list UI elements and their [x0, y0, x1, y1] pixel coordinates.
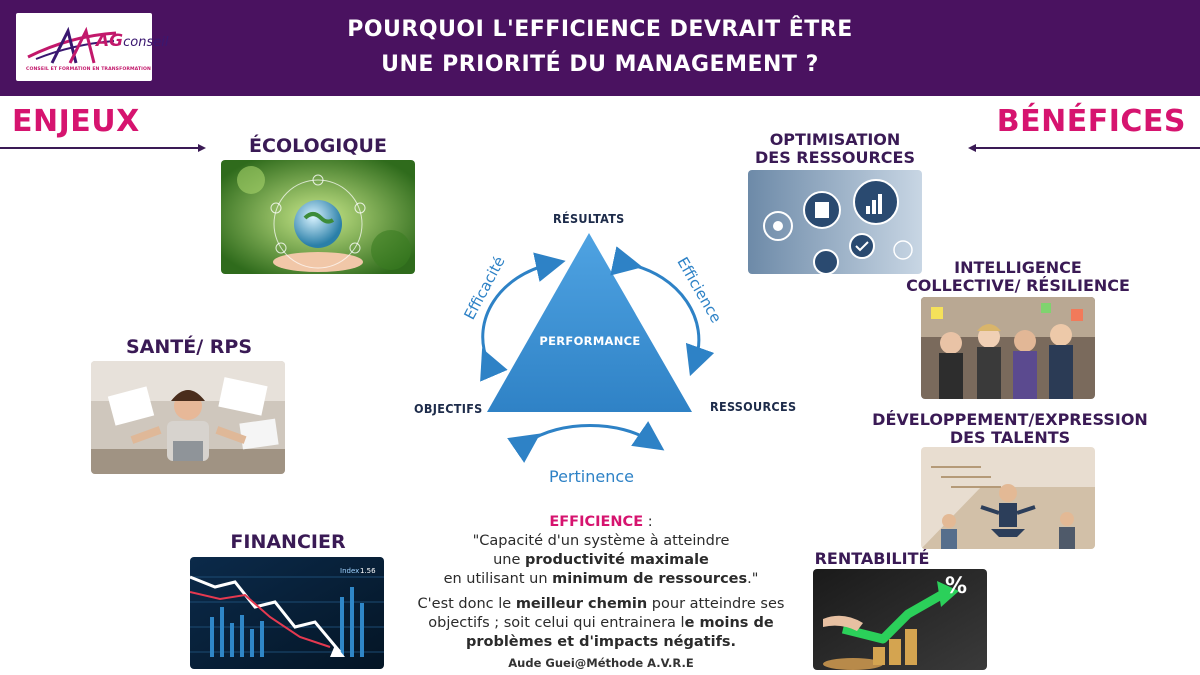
- financier-index-value: 1.56: [360, 567, 376, 575]
- ecologique-photo: [221, 160, 415, 274]
- logo: AGconseil CONSEIL ET FORMATION EN TRANSF…: [16, 13, 168, 81]
- sante-rps-title: SANTÉ/ RPS: [125, 336, 253, 358]
- efficacite-label: Efficacité: [460, 253, 509, 323]
- author-credit: Aude Guei@Méthode A.V.R.E: [508, 656, 694, 670]
- efficience-explanation: C'est donc le meilleur chemin pour attei…: [417, 596, 785, 650]
- arrow-right-icon: [198, 144, 206, 152]
- financier-title: FINANCIER: [230, 531, 346, 553]
- optimisation-title: OPTIMISATION DES RESSOURCES: [755, 130, 915, 167]
- intelligence-collective-photo: [921, 297, 1095, 399]
- sante-rps-photo: [91, 361, 285, 474]
- performance-triangle: [487, 233, 692, 412]
- developpement-talents-photo: [921, 447, 1095, 549]
- enjeux-arrow: [0, 147, 200, 149]
- financier-photo: Index 1.56: [190, 557, 384, 669]
- arrow-left-icon: [968, 144, 976, 152]
- benefices-label: BÉNÉFICES: [996, 104, 1186, 139]
- ecologique-title: ÉCOLOGIQUE: [249, 135, 387, 157]
- objectifs-label: OBJECTIFS: [414, 401, 483, 416]
- financier-index-text: Index: [340, 567, 359, 575]
- performance-label: PERFORMANCE: [539, 334, 641, 348]
- benefices-arrow: [974, 147, 1200, 149]
- logo-tagline: CONSEIL ET FORMATION EN TRANSFORMATION: [26, 67, 151, 72]
- resultats-label: RÉSULTATS: [553, 211, 625, 226]
- pertinence-label: Pertinence: [549, 467, 634, 486]
- logo-wordmark: AGconseil: [96, 31, 169, 51]
- intelligence-collective-title: INTELLIGENCE COLLECTIVE/ RÉSILIENCE: [906, 258, 1130, 295]
- ressources-label: RESSOURCES: [710, 399, 797, 414]
- rentabilite-photo: %: [813, 569, 987, 670]
- page-title: POURQUOI L'EFFICIENCE DEVRAIT ÊTRE UNE P…: [347, 17, 853, 77]
- optimisation-photo: [748, 170, 922, 274]
- logo-swoosh-icon: [27, 26, 117, 64]
- developpement-talents-title: DÉVELOPPEMENT/EXPRESSION DES TALENTS: [872, 410, 1148, 447]
- enjeux-label: ENJEUX: [12, 104, 140, 139]
- efficience-label: Efficience: [673, 254, 726, 326]
- rentabilite-title: RENTABILITÉ: [814, 549, 930, 568]
- efficience-definition: EFFICIENCE : "Capacité d'un système à at…: [443, 514, 759, 587]
- pertinence-arrow: [507, 421, 665, 463]
- rentabilite-percent-text: %: [945, 574, 967, 599]
- header-banner: AGconseil CONSEIL ET FORMATION EN TRANSF…: [0, 0, 1200, 96]
- efficience-term: EFFICIENCE: [549, 514, 644, 530]
